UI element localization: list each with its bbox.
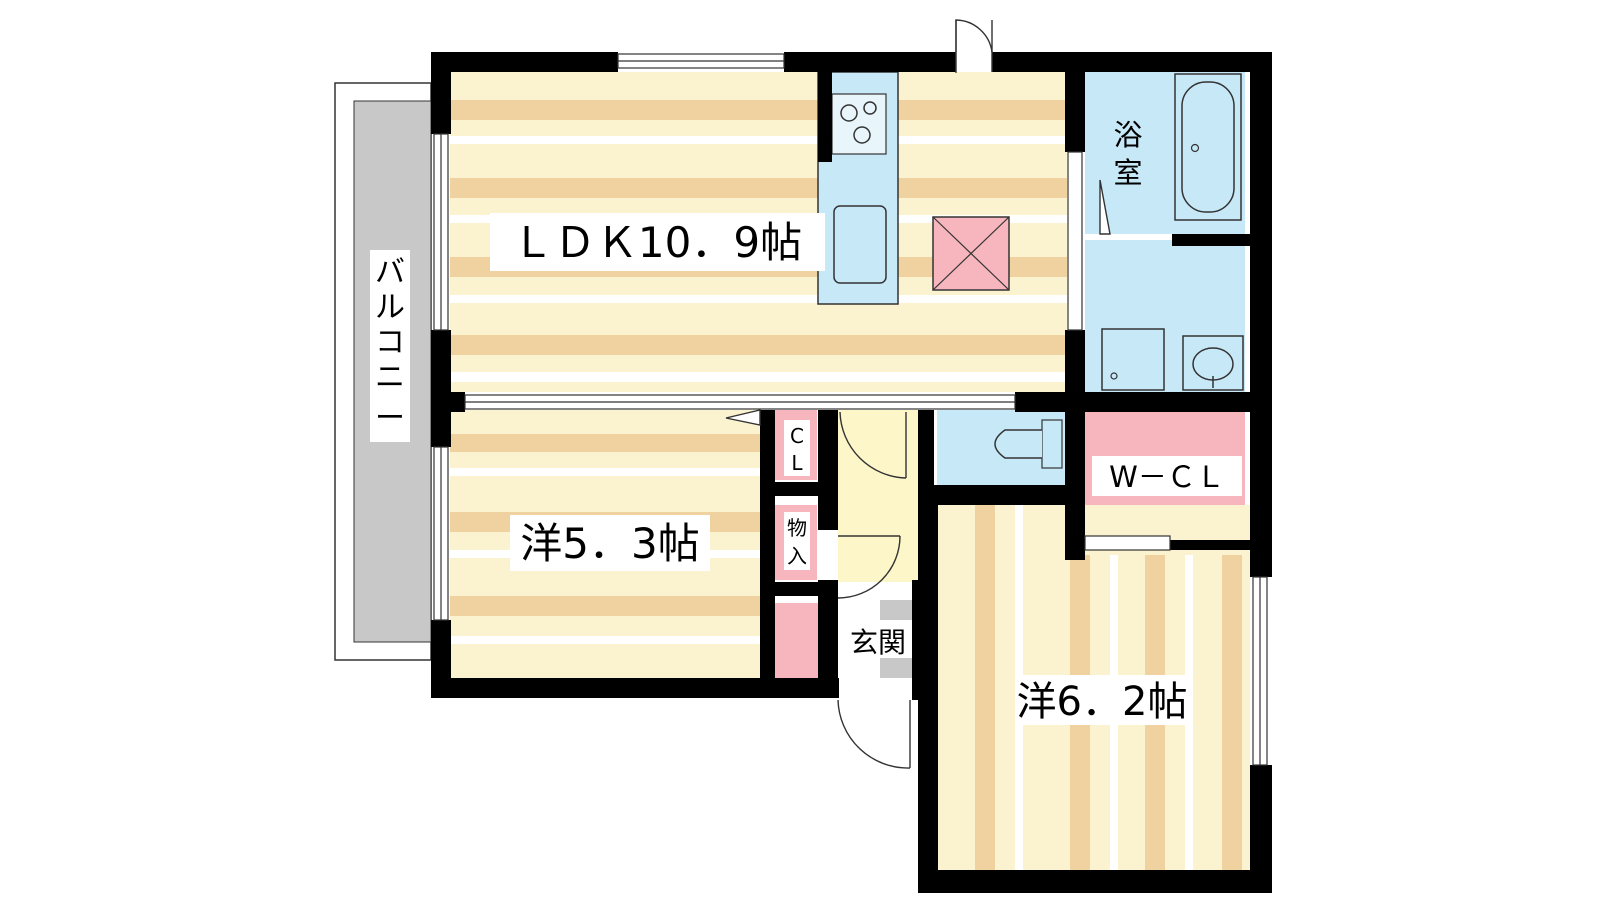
storage: 物 入 [775,505,817,580]
svg-text:ー: ー [375,401,405,436]
svg-text:ニ: ニ [375,360,405,395]
svg-text:入: 入 [787,544,807,568]
bathroom: 浴 室 [1085,72,1245,234]
burner-icon [863,101,877,115]
washing-machine-icon [1101,328,1165,391]
toilet-room [937,410,1065,485]
storage-label: 物 入 [787,516,807,568]
entrance-label: 玄関 [850,626,906,659]
svg-text:コ: コ [375,325,405,360]
bath-label: 浴 室 [1113,118,1142,190]
western-large-label: 洋6．2帖 [1017,679,1188,725]
svg-text:C: C [790,424,804,448]
toilet-icon [994,429,1042,459]
bathtub-icon [1181,81,1235,213]
ldk-label: ＬＤＫ10．9帖 [512,218,802,267]
refrigerator-space [932,216,1010,291]
svg-text:浴: 浴 [1113,118,1142,152]
svg-text:L: L [791,451,803,475]
closet-cl: C L [775,410,817,480]
closet-label: C L [790,424,804,475]
windows [433,53,1268,766]
burner-icon [840,104,858,122]
hallway [838,410,928,582]
doors [725,19,1111,769]
balcony-label: バ ル コ ニ ー [375,255,405,436]
svg-text:室: 室 [1113,156,1142,190]
walls [431,52,1272,893]
burner-icon [853,126,871,144]
washroom [1085,240,1245,392]
sink-icon [833,205,887,284]
wcl-label: W－ＣＬ [1109,460,1225,494]
svg-text:ル: ル [375,290,405,325]
svg-text:物: 物 [787,516,807,540]
western-room-large [938,505,1250,870]
shoe-cabinet [775,603,818,678]
western-small-label: 洋5．3帖 [520,519,699,568]
balcony: バ ル コ ニ ー [334,82,432,661]
svg-text:バ: バ [375,255,405,290]
